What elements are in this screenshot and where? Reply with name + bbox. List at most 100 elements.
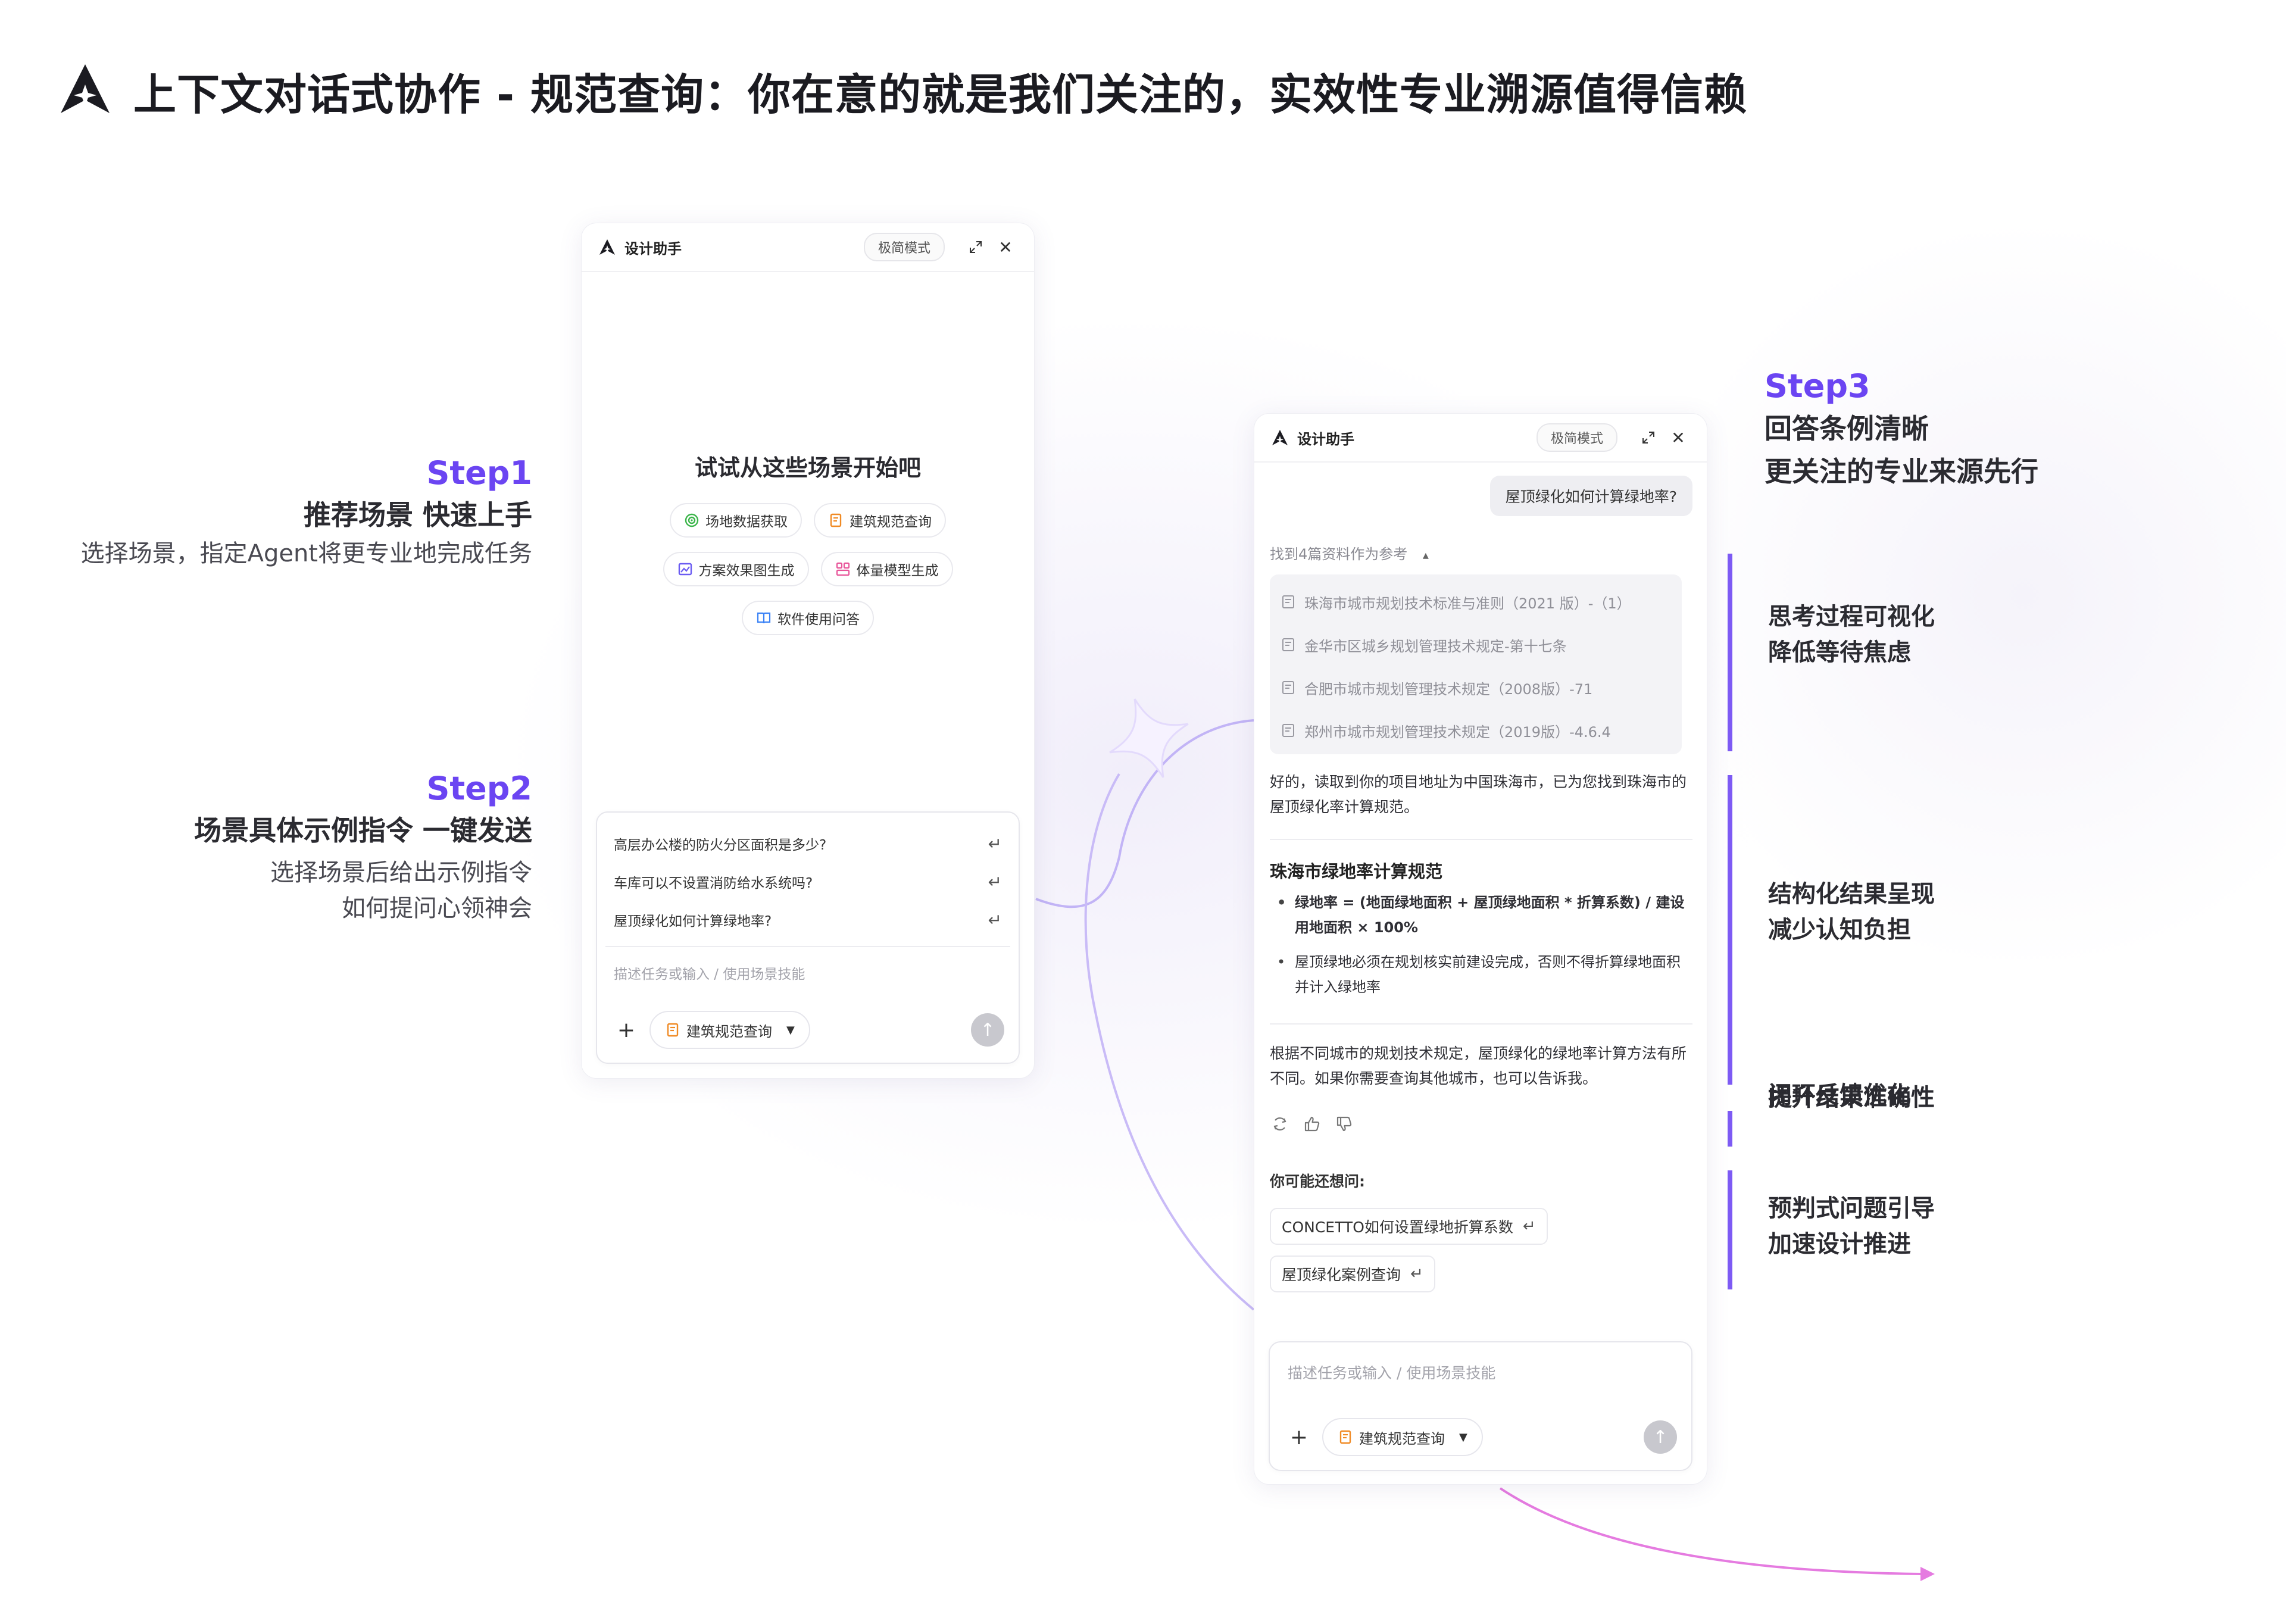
image-icon — [678, 563, 692, 576]
prompt-text: 车库可以不设置消防给水系统吗? — [614, 876, 813, 891]
answer-bullet: 屋顶绿地必须在规划核实前建设完成，否则不得折算绿地面积并计入绿地率 — [1270, 950, 1692, 1000]
step3-heading-line1: 回答条例清晰 — [1765, 413, 1929, 445]
reference-title: 郑州市城市规划管理技术规定（2019版）-4.6.4 — [1304, 723, 1611, 741]
prompt-text: 高层办公楼的防火分区面积是多少? — [614, 838, 827, 853]
welcome-heading: 试试从这些场景开始吧 — [694, 455, 921, 481]
input-toolbar: + 建筑规范查询 ▼ ↑ — [1284, 1417, 1677, 1457]
send-button[interactable]: ↑ — [971, 1013, 1004, 1047]
enter-icon: ↵ — [1522, 1217, 1536, 1235]
document-icon — [1282, 724, 1294, 737]
skill-label: 建筑规范查询 — [1359, 1430, 1445, 1447]
suggested-question[interactable]: 屋顶绿化案例查询 ↵ — [1270, 1256, 1435, 1292]
suggestion-text: CONCETTO如何设置绿地折算系数 — [1282, 1219, 1513, 1236]
brand-logo-icon — [61, 64, 110, 113]
chat-input-field[interactable]: 描述任务或输入 / 使用场景技能 — [1288, 1364, 1496, 1382]
reference-title: 金华市区城乡规划管理技术规定-第十七条 — [1304, 638, 1567, 655]
chevron-up-icon: ▴ — [1422, 548, 1429, 562]
chat-input-field[interactable]: 描述任务或输入 / 使用场景技能 — [614, 967, 805, 982]
expand-icon[interactable] — [964, 235, 988, 259]
step2-label: Step2 场景具体示例指令 一键发送 选择场景后给出示例指令 如何提问心领神会 — [194, 768, 532, 926]
assistant-panel-answer: 设计助手 极简模式 ✕ 屋顶绿化如何计算绿地率? 找到4篇资料作为参考 ▴ 珠海… — [1254, 413, 1707, 1485]
close-icon[interactable]: ✕ — [1671, 427, 1685, 448]
enter-icon: ↵ — [988, 910, 1002, 930]
suggestions-title: 你可能还想问: — [1270, 1173, 1365, 1190]
feedback-actions — [1270, 1114, 1354, 1134]
answer-intro: 好的，读取到你的项目地址为中国珠海市，已为您找到珠海市的屋顶绿化率计算规范。 — [1270, 773, 1687, 816]
enter-icon: ↵ — [988, 833, 1002, 854]
target-icon — [685, 513, 699, 527]
scenario-row: 场地数据获取 建筑规范查询 — [582, 503, 1034, 538]
scenario-chip-massing-model[interactable]: 体量模型生成 — [820, 552, 953, 586]
connector-curve-long — [1084, 773, 1255, 1311]
answer-bullets: 绿地率 = (地面绿地面积 + 屋顶绿地面积 * 折算系数) / 建设用地面积 … — [1270, 890, 1692, 1009]
prompt-text: 屋顶绿化如何计算绿地率? — [614, 914, 772, 929]
feature-predictive-questions: 预判式问题引导 加速设计推进 — [1728, 1170, 1935, 1289]
references-list: 珠海市城市规划技术标准与准则（2021 版）-（1） 金华市区城乡规划管理技术规… — [1270, 574, 1682, 754]
step1-heading: 推荐场景 快速上手 — [303, 499, 532, 531]
arrow-curve — [1499, 1487, 1922, 1575]
minimal-mode-button[interactable]: 极简模式 — [1536, 423, 1617, 452]
step1-label: Step1 推荐场景 快速上手 选择场景，指定Agent将更专业地完成任务 — [81, 452, 532, 571]
feature-structured-results: 结构化结果呈现 减少认知负担 — [1728, 775, 1935, 1085]
book-icon — [1339, 1430, 1351, 1444]
scenario-row: 软件使用问答 — [582, 601, 1034, 635]
expand-icon[interactable] — [1637, 426, 1660, 449]
chat-input-box: 高层办公楼的防火分区面积是多少? ↵ 车库可以不设置消防给水系统吗? ↵ 屋顶绿… — [596, 811, 1020, 1064]
example-prompt-item[interactable]: 高层办公楼的防火分区面积是多少? ↵ — [605, 825, 1010, 863]
blocks-icon — [836, 562, 850, 576]
skill-selector[interactable]: 建筑规范查询 ▼ — [1322, 1418, 1483, 1456]
example-prompt-item[interactable]: 屋顶绿化如何计算绿地率? ↵ — [605, 901, 1010, 939]
reference-item[interactable]: 珠海市城市规划技术标准与准则（2021 版）-（1） — [1270, 580, 1682, 623]
manual-icon — [757, 612, 771, 624]
example-prompt-list: 高层办公楼的防火分区面积是多少? ↵ 车库可以不设置消防给水系统吗? ↵ 屋顶绿… — [605, 813, 1010, 947]
chip-label: 体量模型生成 — [856, 563, 939, 579]
scenario-chip-building-code[interactable]: 建筑规范查询 — [814, 503, 946, 538]
chevron-down-icon: ▼ — [786, 1023, 795, 1036]
feature-line: 减少认知负担 — [1768, 916, 1911, 944]
suggested-question[interactable]: CONCETTO如何设置绿地折算系数 ↵ — [1270, 1208, 1548, 1245]
panel-header: 设计助手 极简模式 ✕ — [582, 223, 1034, 272]
book-icon — [830, 513, 842, 527]
connector-curve — [1035, 719, 1254, 908]
panel-title: 设计助手 — [1297, 430, 1354, 448]
send-button[interactable]: ↑ — [1644, 1420, 1677, 1454]
assistant-logo-icon — [1272, 430, 1288, 445]
feature-line: 加速设计推进 — [1768, 1231, 1911, 1258]
feature-line: 提升结果准确性 — [1768, 1084, 1935, 1111]
document-icon — [1282, 681, 1294, 694]
input-toolbar: + 建筑规范查询 ▼ ↑ — [611, 1010, 1004, 1050]
scenario-chip-software-qa[interactable]: 软件使用问答 — [742, 601, 874, 635]
chip-label: 建筑规范查询 — [850, 514, 932, 530]
example-prompt-item[interactable]: 车库可以不设置消防给水系统吗? ↵ — [605, 863, 1010, 901]
suggestion-text: 屋顶绿化案例查询 — [1282, 1266, 1401, 1283]
add-attachment-button[interactable]: + — [617, 1017, 636, 1042]
reference-item[interactable]: 金华市区城乡规划管理技术规定-第十七条 — [1270, 623, 1682, 666]
regenerate-icon[interactable] — [1270, 1114, 1290, 1134]
scenario-chip-rendering[interactable]: 方案效果图生成 — [663, 552, 809, 586]
references-toggle[interactable]: 找到4篇资料作为参考 ▴ — [1270, 542, 1429, 563]
step2-heading: 场景具体示例指令 一键发送 — [193, 814, 532, 847]
close-icon[interactable]: ✕ — [998, 237, 1013, 257]
assistant-panel-welcome: 设计助手 极简模式 ✕ 试试从这些场景开始吧 场地数据获取 建筑规范查询 方案效… — [581, 223, 1035, 1079]
step1-description: 选择场景，指定Agent将更专业地完成任务 — [80, 540, 532, 567]
answer-outro: 根据不同城市的规划技术规定，屋顶绿化的绿地率计算方法有所不同。如果你需要查询其他… — [1270, 1045, 1687, 1087]
arrow-head — [1920, 1567, 1935, 1581]
reference-item[interactable]: 郑州市城市规划管理技术规定（2019版）-4.6.4 — [1270, 709, 1682, 752]
skill-selector[interactable]: 建筑规范查询 ▼ — [649, 1011, 810, 1049]
scenario-chip-site-data[interactable]: 场地数据获取 — [670, 503, 802, 538]
feature-line: 预判式问题引导 — [1768, 1195, 1935, 1222]
feature-feedback-loop: 闭环反馈优化 提升结果准确性 — [1728, 1082, 1935, 1147]
divider — [1270, 1023, 1692, 1025]
thumbs-down-icon[interactable] — [1334, 1114, 1354, 1134]
reference-item[interactable]: 合肥市城市规划管理技术规定（2008版）-71 — [1270, 666, 1682, 709]
step2-number: Step2 — [426, 770, 532, 807]
thumbs-up-icon[interactable] — [1302, 1114, 1322, 1134]
feature-line: 思考过程可视化 — [1768, 603, 1935, 630]
minimal-mode-button[interactable]: 极简模式 — [863, 233, 945, 261]
skill-label: 建筑规范查询 — [686, 1023, 772, 1040]
scenario-row: 方案效果图生成 体量模型生成 — [582, 552, 1034, 586]
document-icon — [1282, 595, 1294, 608]
add-attachment-button[interactable]: + — [1289, 1425, 1308, 1450]
feature-line: 闭环反馈优化 — [1768, 1082, 1911, 1109]
feature-line: 降低等待焦虑 — [1768, 639, 1911, 666]
